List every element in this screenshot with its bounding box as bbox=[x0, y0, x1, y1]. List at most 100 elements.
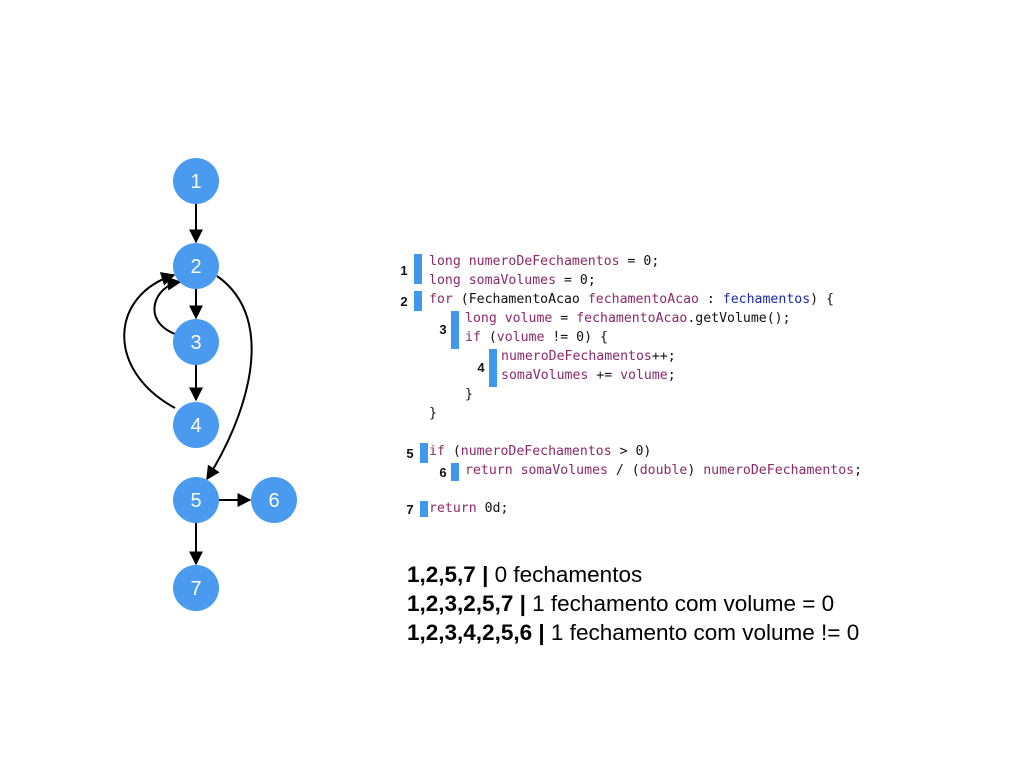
node-7-label: 7 bbox=[190, 578, 201, 600]
node-1-label: 1 bbox=[190, 171, 201, 193]
control-flow-graph: 1 2 3 4 5 6 7 bbox=[123, 158, 297, 611]
block-marker-number-4: 4 bbox=[477, 360, 485, 375]
code-text: ; bbox=[854, 463, 863, 478]
keyword-for: for bbox=[429, 292, 453, 307]
code-text: ++; bbox=[651, 349, 676, 364]
variable-fechamento-acao: fechamentoAcao bbox=[576, 311, 688, 326]
test-path-2: 1,2,3,2,5,7 | 1 fechamento com volume = … bbox=[407, 589, 859, 618]
block-marker-bar-1 bbox=[414, 254, 422, 284]
block-marker-number-1: 1 bbox=[400, 263, 408, 278]
code-text: ( bbox=[444, 444, 461, 459]
code-line-7: somaVolumes += volume; bbox=[501, 366, 676, 385]
code-line-10: if (numeroDeFechamentos > 0) bbox=[429, 442, 651, 461]
node-3-label: 3 bbox=[190, 332, 201, 354]
path-description: 1 fechamento com volume != 0 bbox=[550, 620, 860, 645]
path-sequence: 1,2,3,2,5,7 bbox=[407, 591, 514, 616]
block-marker-bar-4 bbox=[489, 349, 497, 387]
test-path-1: 1,2,5,7 | 0 fechamentos bbox=[407, 560, 859, 589]
code-text: = 0; bbox=[556, 273, 596, 288]
code-line-9: } bbox=[429, 404, 437, 423]
block-marker-number-7: 7 bbox=[406, 502, 414, 517]
field-fechamentos: fechamentos bbox=[722, 292, 811, 307]
block-marker-number-5: 5 bbox=[406, 446, 414, 461]
node-7: 7 bbox=[173, 565, 219, 611]
variable-volume: volume bbox=[504, 311, 553, 326]
keyword-if: if bbox=[465, 330, 481, 345]
code-line-4: long volume = fechamentoAcao.getVolume()… bbox=[465, 309, 791, 328]
code-text: ( bbox=[480, 330, 497, 345]
path-sequence: 1,2,5,7 bbox=[407, 562, 476, 587]
block-marker-bar-2 bbox=[414, 291, 422, 311]
test-path-3: 1,2,3,4,2,5,6 | 1 fechamento com volume … bbox=[407, 618, 859, 647]
keyword-long: long bbox=[429, 254, 461, 269]
keyword-long: long bbox=[465, 311, 497, 326]
variable-numero-de-fechamentos: numeroDeFechamentos bbox=[501, 349, 652, 364]
path-description: 0 fechamentos bbox=[494, 562, 643, 587]
edge-4-2 bbox=[123, 272, 176, 409]
test-paths: 1,2,5,7 | 0 fechamentos 1,2,3,2,5,7 | 1 … bbox=[407, 560, 859, 647]
edge-2-5 bbox=[206, 275, 253, 481]
code-line-5: if (volume != 0) { bbox=[465, 328, 608, 347]
keyword-double: double bbox=[639, 463, 688, 478]
code-line-12: return 0d; bbox=[429, 499, 508, 518]
block-marker-number-2: 2 bbox=[400, 294, 408, 309]
keyword-return: return bbox=[465, 463, 513, 478]
keyword-long: long bbox=[429, 273, 461, 288]
variable-soma-volumes: somaVolumes bbox=[468, 273, 557, 288]
block-marker-number-3: 3 bbox=[439, 322, 447, 337]
code-text: (FechamentoAcao bbox=[452, 292, 588, 307]
code-line-6: numeroDeFechamentos++; bbox=[501, 347, 676, 366]
block-marker-bar-7 bbox=[420, 501, 428, 517]
code-text: / ( bbox=[607, 463, 640, 478]
code-text bbox=[513, 463, 521, 478]
node-5-label: 5 bbox=[190, 490, 201, 512]
code-line-2: long somaVolumes = 0; bbox=[429, 271, 596, 290]
node-4-label: 4 bbox=[190, 415, 201, 437]
keyword-return: return bbox=[429, 501, 477, 516]
node-3: 3 bbox=[173, 319, 219, 365]
node-6-label: 6 bbox=[268, 490, 279, 512]
keyword-if: if bbox=[429, 444, 445, 459]
code-text: } bbox=[429, 406, 437, 421]
node-6: 6 bbox=[251, 477, 297, 523]
node-2: 2 bbox=[173, 243, 219, 289]
code-text: ; bbox=[667, 368, 676, 383]
variable-volume: volume bbox=[620, 368, 668, 383]
block-marker-bar-3 bbox=[451, 311, 459, 349]
node-4: 4 bbox=[173, 402, 219, 448]
node-1: 1 bbox=[173, 158, 219, 204]
node-5: 5 bbox=[173, 477, 219, 523]
code-text: ) { bbox=[810, 292, 834, 307]
graph-nodes: 1 2 3 4 5 6 7 bbox=[173, 158, 297, 611]
block-marker-number-6: 6 bbox=[439, 465, 447, 480]
code-line-1: long numeroDeFechamentos = 0; bbox=[429, 252, 659, 271]
variable-soma-volumes: somaVolumes bbox=[501, 368, 589, 383]
code-text: : bbox=[698, 292, 723, 307]
path-separator: | bbox=[513, 591, 533, 616]
code-text: ) bbox=[687, 463, 704, 478]
node-2-label: 2 bbox=[190, 256, 201, 278]
code-text: 0d; bbox=[476, 501, 509, 516]
path-separator: | bbox=[532, 620, 551, 645]
path-description: 1 fechamento com volume = 0 bbox=[532, 591, 835, 616]
variable-numero-de-fechamentos: numeroDeFechamentos bbox=[703, 463, 855, 478]
variable-volume: volume bbox=[496, 330, 545, 345]
code-line-8: } bbox=[465, 385, 473, 404]
variable-numero-de-fechamentos: numeroDeFechamentos bbox=[468, 254, 620, 269]
variable-soma-volumes: somaVolumes bbox=[520, 463, 608, 478]
code-line-3: for (FechamentoAcao fechamentoAcao : fec… bbox=[429, 290, 834, 309]
code-text: != 0) { bbox=[544, 330, 608, 345]
variable-numero-de-fechamentos: numeroDeFechamentos bbox=[460, 444, 612, 459]
code-text: = bbox=[552, 311, 577, 326]
code-text: .getVolume(); bbox=[687, 311, 791, 326]
block-marker-bar-6 bbox=[451, 463, 459, 481]
code-line-11: return somaVolumes / (double) numeroDeFe… bbox=[465, 461, 862, 480]
code-listing: 1 2 3 4 5 6 7 long numeroDeFechamentos =… bbox=[400, 252, 862, 518]
path-separator: | bbox=[475, 562, 495, 587]
code-text: } bbox=[465, 387, 473, 402]
code-text: = 0; bbox=[619, 254, 660, 269]
block-marker-bar-5 bbox=[420, 443, 428, 463]
variable-fechamento-acao: fechamentoAcao bbox=[587, 292, 699, 307]
code-text: > 0) bbox=[611, 444, 652, 459]
path-sequence: 1,2,3,4,2,5,6 bbox=[407, 620, 533, 645]
